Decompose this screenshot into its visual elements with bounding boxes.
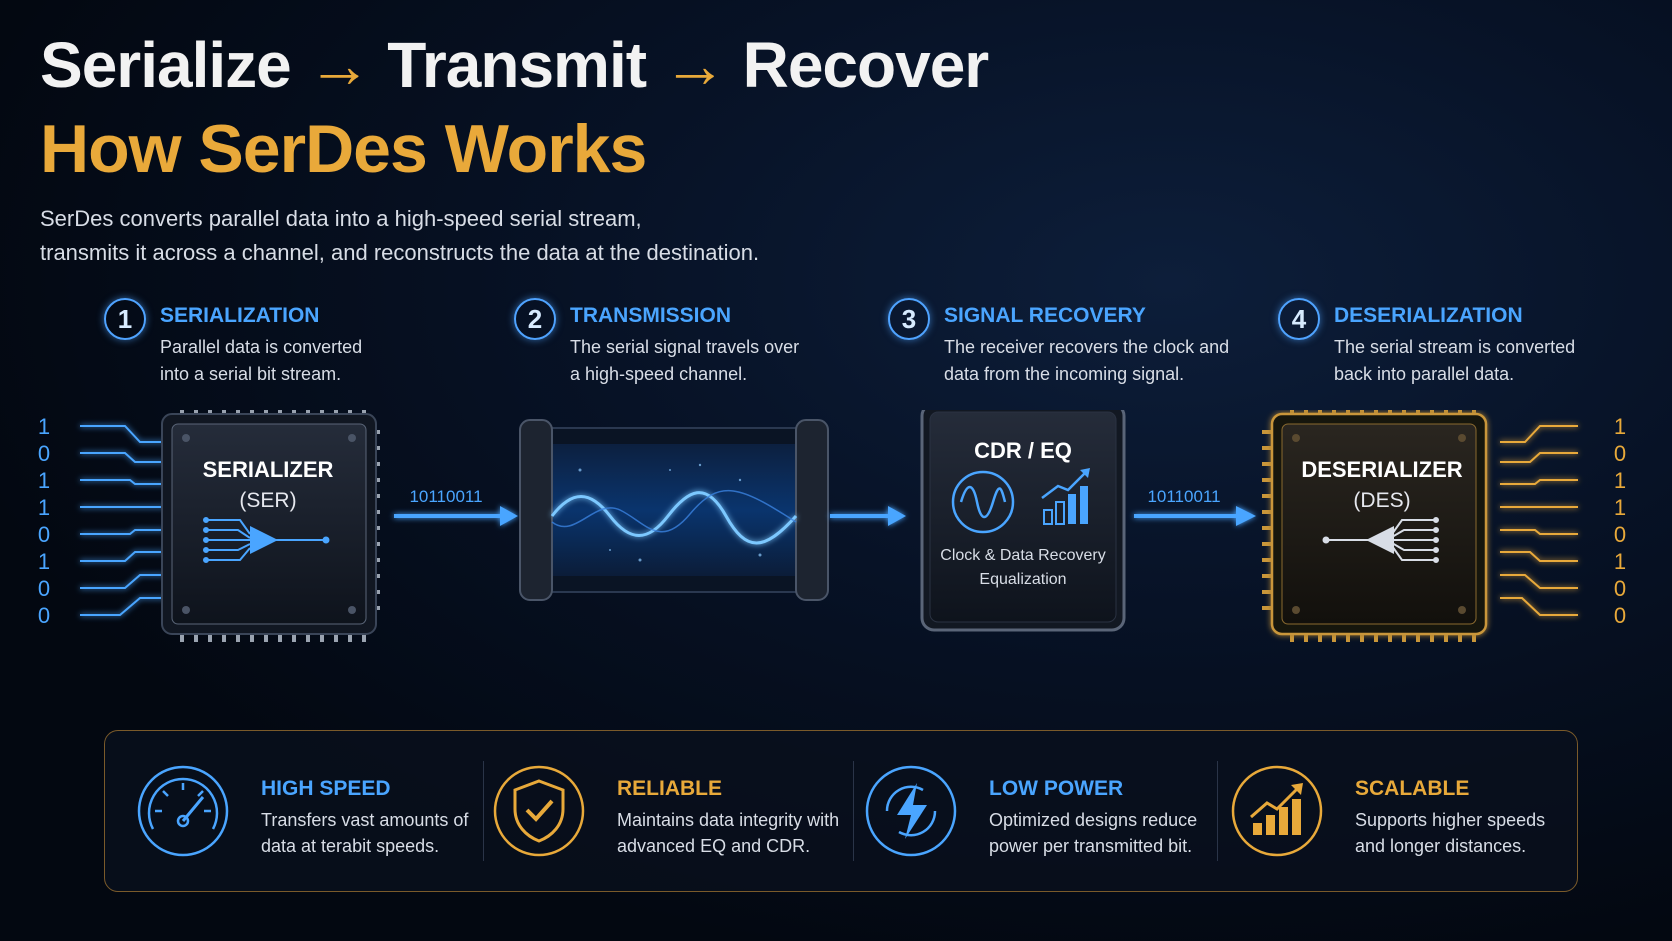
input-bit: 0 <box>38 603 50 628</box>
output-bits: 1 0 1 1 0 1 0 0 <box>1614 414 1626 628</box>
step-description: The serial stream is converted back into… <box>1334 337 1576 384</box>
step-title: DESERIALIZATION <box>1334 304 1523 327</box>
arrow-to-deserializer <box>1134 506 1256 526</box>
lightning-icon <box>865 765 957 857</box>
step-number: 3 <box>888 298 930 340</box>
input-bit: 0 <box>38 576 50 601</box>
feature-description: Optimized designs reduce power per trans… <box>989 810 1198 856</box>
cdr-line-2: Equalization <box>979 571 1066 588</box>
feature-description: Maintains data integrity with advanced E… <box>617 810 840 856</box>
title-serialize: Serialize <box>40 29 292 101</box>
serializer-label: SERIALIZER <box>203 457 334 482</box>
mux-triangle-icon <box>250 526 278 554</box>
speedometer-icon <box>137 765 229 857</box>
step-description: Parallel data is converted into a serial… <box>160 337 363 384</box>
signal-wave-echo <box>551 490 797 533</box>
step-number: 1 <box>104 298 146 340</box>
step-number: 4 <box>1278 298 1320 340</box>
serializer-chip: SERIALIZER (SER) <box>161 410 380 642</box>
feature-title: HIGH SPEED <box>261 777 391 800</box>
deserializer-label: DESERIALIZER <box>1301 457 1462 482</box>
output-bit: 1 <box>1614 468 1626 493</box>
serial-stream-label-2: 10110011 <box>1147 487 1220 506</box>
arrow-to-cdr <box>830 506 906 526</box>
serdes-diagram: 1 0 1 1 0 1 0 0 SERIALIZER (SER) <box>38 410 1626 642</box>
transmission-channel <box>519 419 829 601</box>
waveform-icon <box>951 470 1015 534</box>
output-bit: 0 <box>1614 603 1626 628</box>
feature-panel: HIGH SPEED Transfers vast amounts of dat… <box>104 730 1578 892</box>
step-title: SIGNAL RECOVERY <box>944 304 1146 327</box>
feature-title: SCALABLE <box>1355 777 1470 800</box>
cdr-title: CDR / EQ <box>974 438 1072 463</box>
feature-description: Transfers vast amounts of data at terabi… <box>261 810 469 856</box>
output-bit: 0 <box>1614 522 1626 547</box>
feature-divider <box>483 761 484 861</box>
input-traces <box>80 425 165 616</box>
growth-chart-icon <box>1231 765 1323 857</box>
serial-stream-label-1: 10110011 <box>409 487 482 506</box>
input-bit: 1 <box>38 468 50 493</box>
input-bit: 1 <box>38 549 50 574</box>
step-description: The serial signal travels over a high-sp… <box>570 337 800 384</box>
input-bit: 1 <box>38 414 50 439</box>
output-bit: 1 <box>1614 414 1626 439</box>
output-bit: 0 <box>1614 441 1626 466</box>
feature-divider <box>853 761 854 861</box>
feature-description: Supports higher speeds and longer distan… <box>1355 810 1546 856</box>
step-title: TRANSMISSION <box>570 304 732 327</box>
input-bits: 1 0 1 1 0 1 0 0 <box>38 414 50 628</box>
feature-title: LOW POWER <box>989 777 1124 800</box>
title-arrow-1: → <box>307 29 372 101</box>
intro-line-2: transmits it across a channel, and recon… <box>40 240 760 265</box>
feature-title: RELIABLE <box>617 777 722 800</box>
input-bit: 0 <box>38 441 50 466</box>
output-traces <box>1500 425 1578 616</box>
mux-icon <box>203 517 330 563</box>
title-recover: Recover <box>742 29 990 101</box>
cdr-eq-block: CDR / EQ Clock & Data Recovery Equalizat… <box>920 410 1126 632</box>
output-bit: 1 <box>1614 495 1626 520</box>
deserializer-sublabel: (DES) <box>1353 489 1410 512</box>
arrow-to-channel <box>394 506 518 526</box>
equalizer-chart-icon <box>1041 468 1090 525</box>
shield-check-icon <box>493 765 585 857</box>
input-bit: 0 <box>38 522 50 547</box>
output-bit: 0 <box>1614 576 1626 601</box>
output-bit: 1 <box>1614 549 1626 574</box>
title-arrow-2: → <box>662 29 727 101</box>
step-title: SERIALIZATION <box>160 304 320 327</box>
intro-text: SerDes converts parallel data into a hig… <box>40 202 940 270</box>
subtitle-heading: How SerDes Works <box>40 111 647 187</box>
demux-icon <box>1322 517 1439 563</box>
signal-wave <box>550 491 798 545</box>
intro-line-1: SerDes converts parallel data into a hig… <box>40 206 642 231</box>
serializer-sublabel: (SER) <box>239 489 296 512</box>
feature-divider <box>1217 761 1218 861</box>
cdr-line-1: Clock & Data Recovery <box>940 547 1105 564</box>
deserializer-chip: DESERIALIZER (DES) <box>1262 410 1488 642</box>
demux-triangle-icon <box>1366 526 1394 554</box>
step-number: 2 <box>514 298 556 340</box>
input-bit: 1 <box>38 495 50 520</box>
step-description: The receiver recovers the clock and data… <box>944 337 1230 384</box>
title-transmit: Transmit <box>387 29 647 101</box>
main-title: Serialize → Transmit → Recover <box>40 28 990 102</box>
